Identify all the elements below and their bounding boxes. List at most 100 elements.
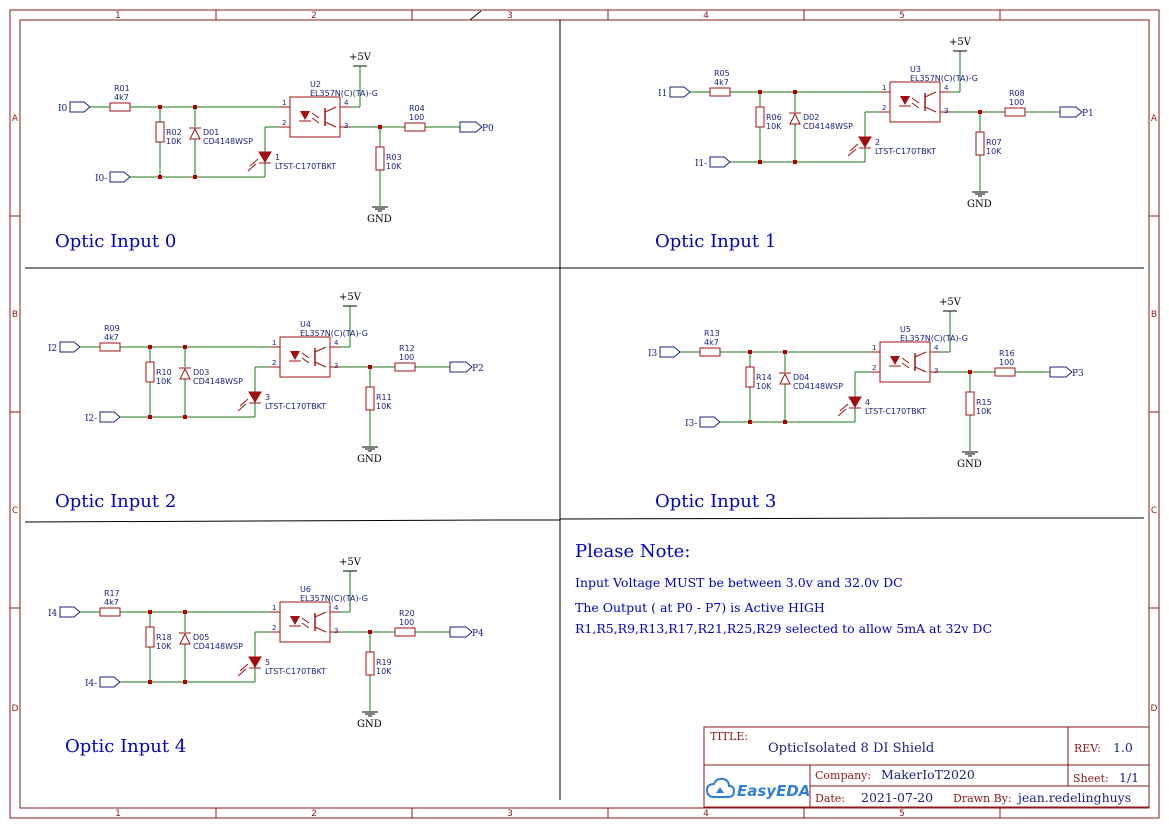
opto-pin-number: 2: [272, 624, 276, 632]
opto-pin-number: 4: [334, 604, 339, 612]
input-port-icon: [59, 606, 81, 618]
led-ray: [237, 403, 247, 412]
resistor-icon: [394, 362, 416, 372]
date-value: 2021-07-20: [861, 790, 933, 805]
output-port-icon: [449, 361, 473, 373]
opto-pin-number: 4: [934, 344, 939, 352]
led-ray: [837, 408, 847, 417]
optic-input-block: I3I3-P3R134k7R1410KD04CD4148WSP4LTST-C17…: [648, 297, 1084, 470]
block-title: Optic Input 1: [655, 231, 776, 252]
row-marker-left: C: [12, 506, 18, 516]
opto-led-icon: [890, 356, 900, 365]
led-icon: [858, 136, 872, 148]
optocoupler-icon: [289, 96, 341, 138]
column-marker-top: 3: [507, 11, 513, 21]
ground-label: GND: [957, 459, 982, 470]
resistor-ref: R06: [766, 113, 782, 122]
block-title: Optic Input 3: [655, 491, 776, 512]
junction-dot: [793, 160, 797, 164]
resistor-icon: [375, 146, 385, 171]
junction-dot: [158, 105, 162, 109]
outer-border: [9, 9, 1160, 819]
cloud-icon: [705, 777, 736, 798]
opto-pin-number: 1: [282, 99, 286, 107]
easyeda-logo: EasyEDA: [705, 777, 810, 800]
led-number: 3: [265, 393, 270, 402]
led-part: LTST-C170TBKT: [265, 667, 326, 676]
note-heading: Please Note:: [575, 541, 690, 562]
resistor-icon: [709, 87, 731, 97]
title-label: TITLE:: [710, 730, 748, 743]
led-number: 5: [265, 658, 270, 667]
resistor-value: 10K: [166, 137, 182, 146]
row-marker-right: B: [1151, 310, 1157, 320]
resistor-ref: R08: [1009, 89, 1025, 98]
opto-ray: [901, 362, 910, 369]
led-ray: [237, 668, 247, 677]
resistor-value: 4k7: [704, 338, 719, 347]
resistor-value: 4k7: [104, 333, 119, 342]
note-line-3: R1,R5,R9,R13,R17,R21,R25,R29 selected to…: [575, 621, 992, 636]
output-port-label: P4: [472, 629, 484, 639]
opto-transistor-collector: [314, 611, 327, 618]
resistor-icon: [394, 627, 416, 637]
resistor-ref: R09: [104, 324, 120, 333]
resistor-icon: [109, 102, 131, 112]
resistor-ref: R13: [704, 329, 720, 338]
optic-input-block: I2I2-P2R094k7R1010KD03CD4148WSP3LTST-C17…: [48, 292, 484, 465]
resistor-icon: [699, 347, 721, 357]
section-divider: [24, 519, 494, 523]
input-neg-port-label: I3-: [685, 419, 697, 429]
opto-transistor-collector: [314, 346, 327, 353]
resistor-value: 100: [399, 618, 414, 627]
led-part: LTST-C170TBKT: [865, 407, 926, 416]
led-icon: [258, 151, 272, 163]
opto-transistor-emitter: [914, 366, 927, 373]
opto-pin-number: 3: [934, 367, 938, 375]
input-port-icon: [109, 171, 131, 183]
opto-pin-number: 2: [872, 364, 876, 372]
junction-dot: [758, 90, 762, 94]
optocoupler-icon: [889, 81, 941, 123]
ground-label: GND: [357, 719, 382, 730]
junction-dot: [148, 345, 152, 349]
opto-ray: [911, 97, 920, 104]
led-ray: [847, 148, 857, 157]
resistor-value: 10K: [986, 147, 1002, 156]
led-ray: [239, 663, 249, 672]
opto-pin-number: 3: [944, 107, 948, 115]
opto-transistor-collector: [914, 351, 927, 358]
junction-dot: [183, 680, 187, 684]
input-port-label: I0: [58, 104, 68, 114]
output-port-label: P1: [1082, 109, 1094, 119]
resistor-ref: R01: [114, 84, 130, 93]
led-part: LTST-C170TBKT: [265, 402, 326, 411]
resistor-value: 100: [399, 353, 414, 362]
junction-dot: [193, 105, 197, 109]
block-title: Optic Input 4: [65, 736, 186, 757]
output-port-icon: [1049, 366, 1073, 378]
junction-dot: [148, 610, 152, 614]
resistor-ref: R16: [999, 349, 1015, 358]
opto-ray: [301, 357, 310, 364]
resistor-ref: R17: [104, 589, 120, 598]
junction-dot: [183, 415, 187, 419]
input-port-label: I2: [48, 344, 57, 354]
resistor-ref: R15: [976, 398, 992, 407]
opto-pin-number: 4: [344, 99, 349, 107]
output-port-label: P3: [1072, 369, 1084, 379]
opto-ray: [301, 352, 310, 359]
input-port-icon: [699, 416, 721, 428]
note-line-1: Input Voltage MUST be between 3.0v and 3…: [575, 575, 903, 590]
row-marker-right: C: [1151, 506, 1157, 516]
vcc-label: +5V: [339, 292, 362, 303]
input-neg-port-label: I4-: [85, 679, 97, 689]
resistor-ref: R19: [376, 658, 392, 667]
junction-dot: [368, 365, 372, 369]
opto-pin-number: 3: [334, 362, 338, 370]
column-marker-bottom: 2: [311, 809, 317, 819]
resistor-ref: R05: [714, 69, 730, 78]
resistor-ref: R20: [399, 609, 415, 618]
logo-text: EasyEDA: [737, 782, 810, 800]
